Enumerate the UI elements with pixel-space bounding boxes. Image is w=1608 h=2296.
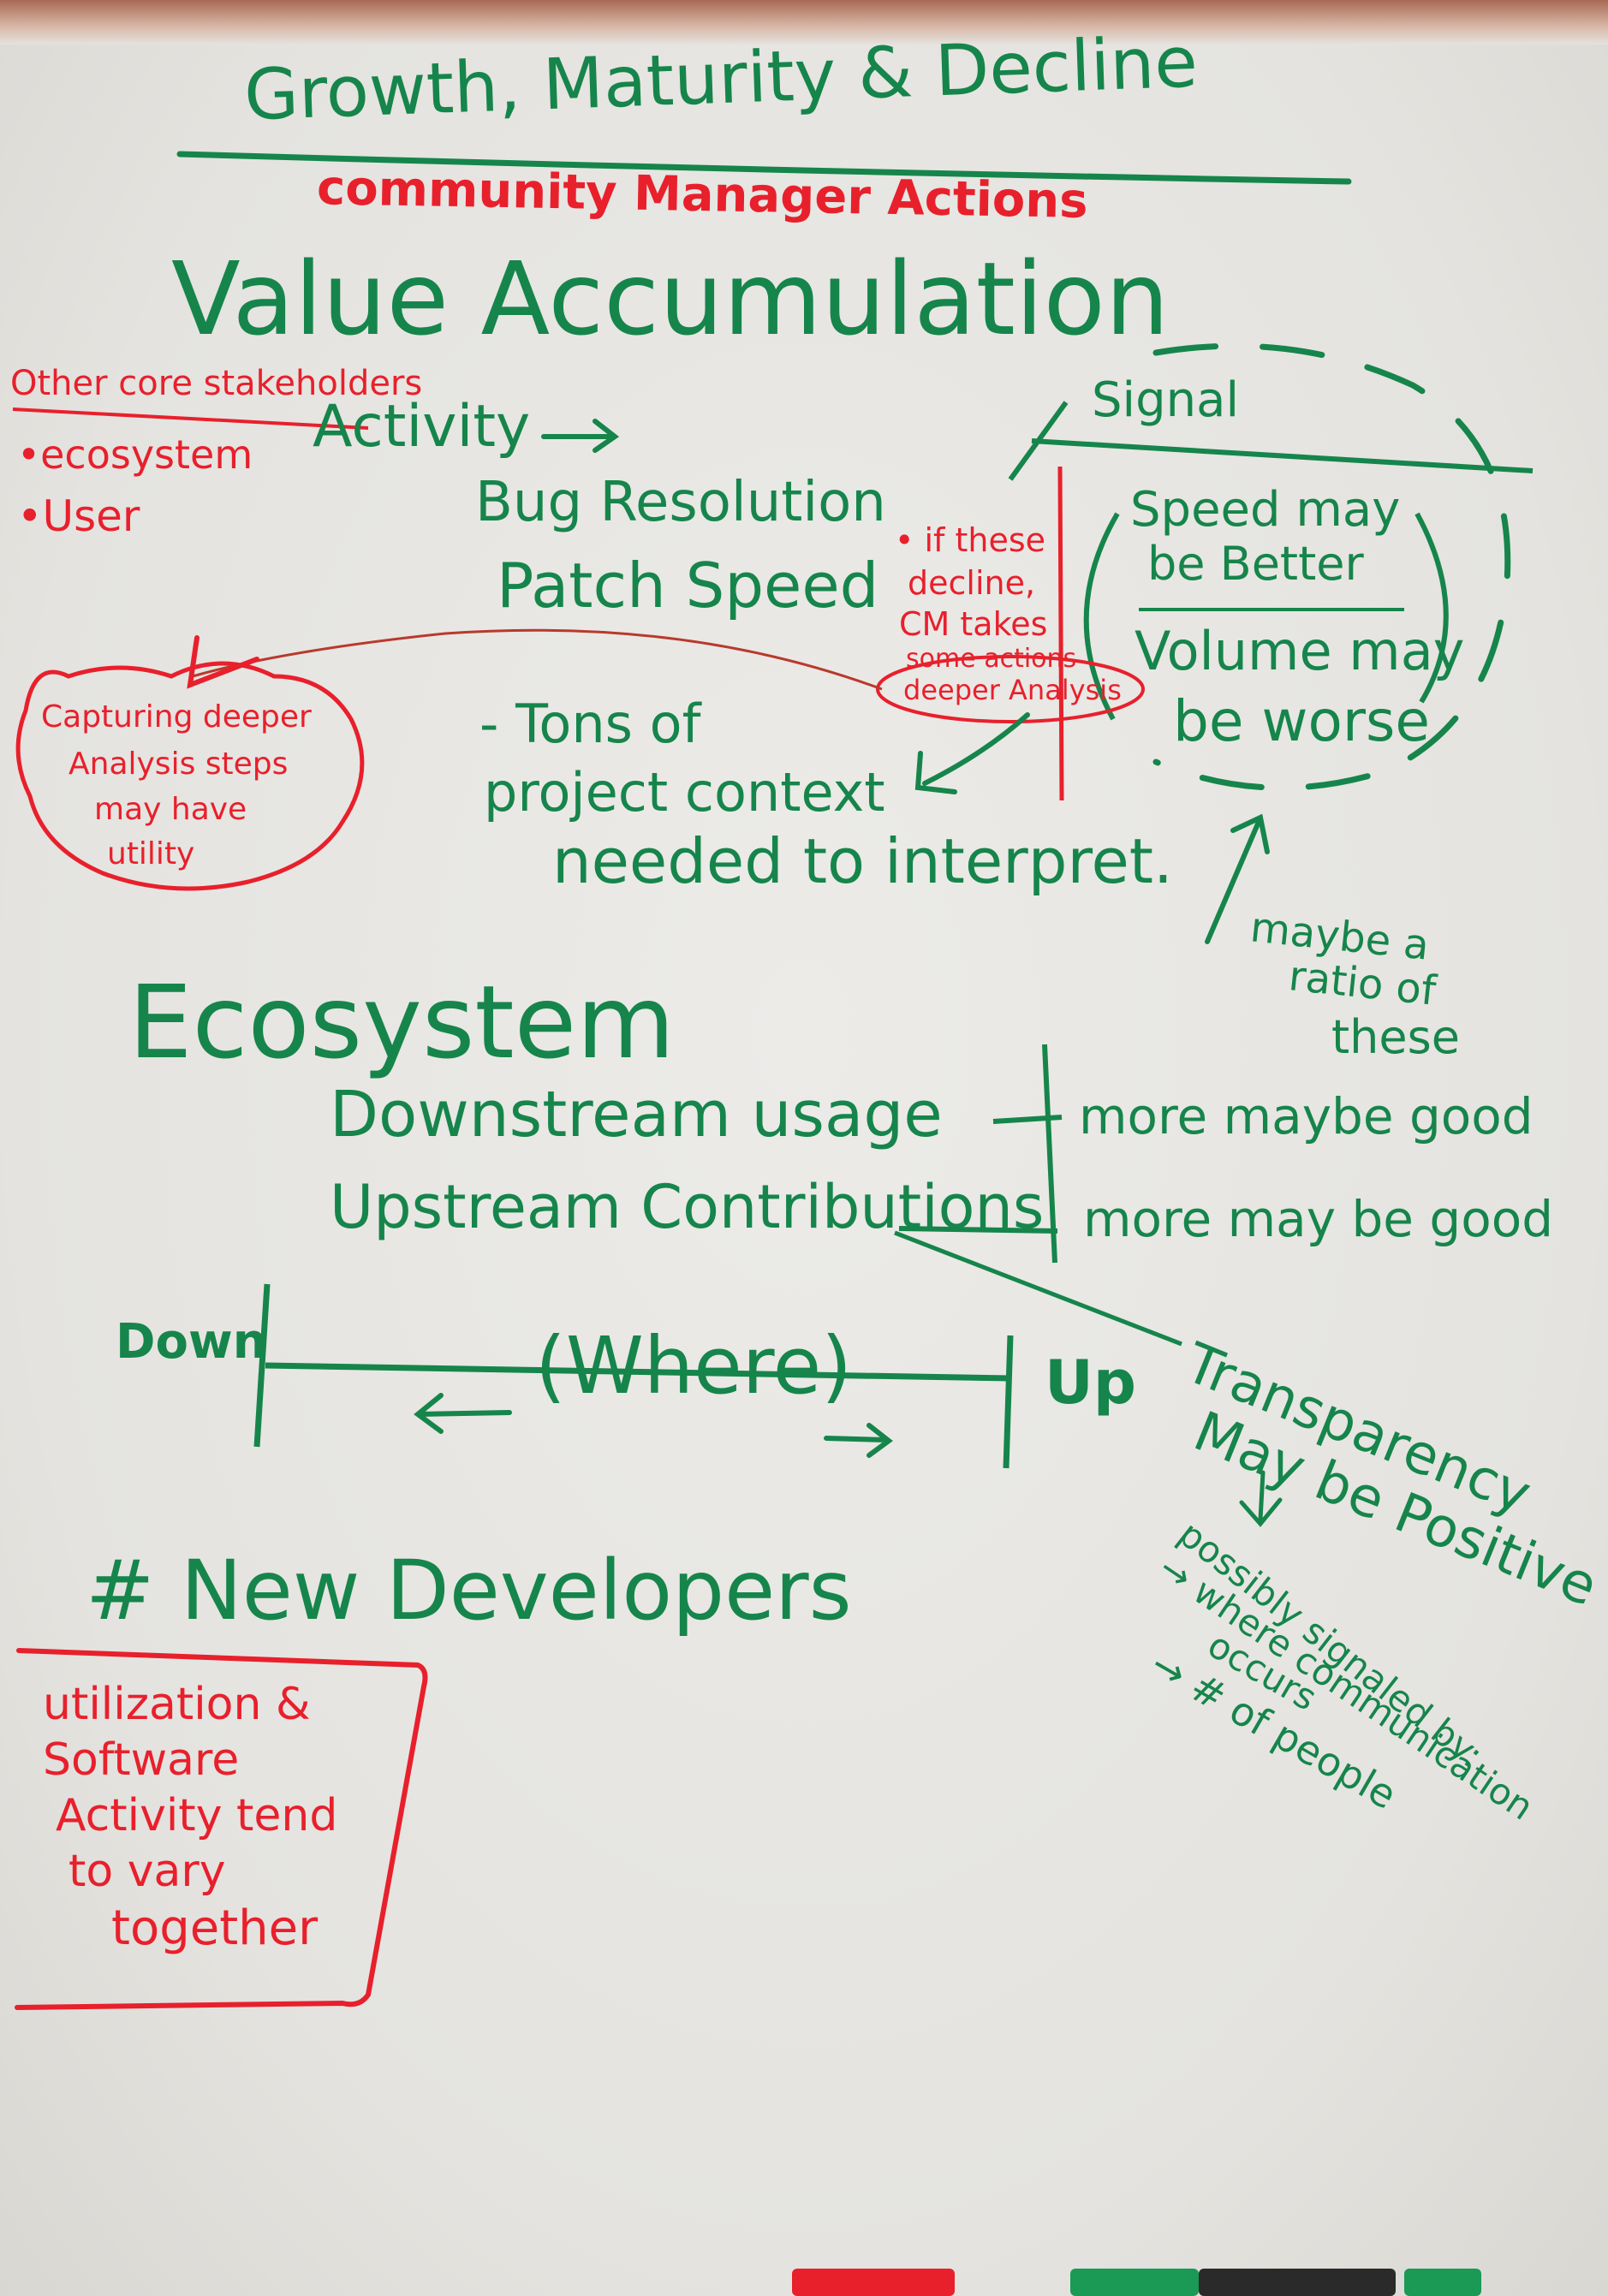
context-arrow <box>914 712 1030 794</box>
signal-circle <box>1152 342 1511 791</box>
axis-left-arrow <box>414 1393 512 1434</box>
activity-arrow <box>541 419 620 453</box>
speed-paren-right <box>1414 512 1449 704</box>
context-note-3: needed to interpret. <box>552 825 1173 897</box>
red-cloud <box>15 661 365 891</box>
axis-where-label: (Where) <box>535 1320 853 1412</box>
upstream-note: more may be good <box>1083 1190 1554 1248</box>
speed-may-1: Speed may <box>1130 482 1401 538</box>
red-cloud-2: Analysis steps <box>68 746 289 782</box>
transparency-down-arrow <box>1239 1470 1283 1527</box>
downstream-usage: Downstream usage <box>330 1078 943 1151</box>
stakeholders-underline <box>12 407 369 430</box>
decline-note-1: • if these <box>895 521 1046 559</box>
downstream-note: more maybe good <box>1079 1087 1534 1145</box>
red-cloud-4: utility <box>107 836 195 871</box>
volume-may-1: Volume may <box>1135 620 1465 682</box>
link-curve <box>192 628 883 691</box>
decline-note-3: CM takes <box>899 605 1048 643</box>
board-top-edge <box>0 0 1608 45</box>
board-subtitle: community Manager Actions <box>316 160 1089 229</box>
red-box-2: Software <box>43 1734 240 1786</box>
signal-bar <box>1031 438 1534 473</box>
new-developers-heading: # New Developers <box>86 1543 852 1639</box>
bug-resolution-label: Bug Resolution <box>475 471 886 534</box>
red-box-3: Activity tend <box>56 1790 338 1841</box>
ecosystem-divider <box>1042 1044 1057 1264</box>
red-cloud-1: Capturing deeper <box>41 699 312 735</box>
activity-label: Activity <box>313 393 531 461</box>
value-accumulation-heading: Value Accumulation <box>171 240 1170 358</box>
red-box-1: utilization & <box>43 1679 311 1730</box>
upstream-contributions: Upstream Contributions <box>330 1172 1045 1242</box>
ratio-arrow <box>1205 813 1270 944</box>
decline-note-5: deeper Analysis <box>903 674 1122 706</box>
patch-speed-label: Patch Speed <box>497 550 879 622</box>
speed-may-2: be Better <box>1147 537 1364 591</box>
stakeholders-title: Other core stakeholders <box>10 364 423 403</box>
axis-down-label: Down <box>116 1314 267 1370</box>
downstream-tick <box>992 1115 1063 1124</box>
axis-left-end <box>253 1283 271 1448</box>
decline-note-2: decline, <box>908 564 1036 602</box>
red-box-5: together <box>111 1900 319 1956</box>
black-marker[interactable] <box>1199 2269 1396 2296</box>
axis-right-end <box>1003 1335 1014 1469</box>
speed-paren-left <box>1083 512 1120 721</box>
red-box <box>15 1648 428 2010</box>
red-vertical-line <box>1057 466 1064 801</box>
upstream-tick <box>898 1226 1058 1234</box>
axis-line <box>265 1362 1011 1382</box>
ecosystem-heading: Ecosystem <box>128 963 676 1081</box>
green-marker-2[interactable] <box>1404 2269 1481 2296</box>
axis-up-label: Up <box>1045 1347 1136 1418</box>
signal-bar-left-tick <box>1008 401 1069 481</box>
decline-note-4: some actions <box>906 644 1077 674</box>
stakeholder-user: •User <box>17 491 140 541</box>
context-note-2: project context <box>484 761 885 824</box>
axis-right-arrow <box>824 1423 893 1458</box>
green-marker[interactable] <box>1070 2269 1199 2296</box>
stakeholder-ecosystem: •ecosystem <box>17 431 253 478</box>
red-marker[interactable] <box>792 2269 955 2296</box>
volume-may-2: be worse <box>1173 688 1430 754</box>
signal-label: Signal <box>1092 372 1240 428</box>
link-arrowhead <box>187 635 259 689</box>
deeper-analysis-oval <box>876 655 1145 723</box>
title-underline <box>176 151 1352 185</box>
red-box-4: to vary <box>68 1846 226 1897</box>
context-note-1: - Tons of <box>479 693 701 755</box>
red-cloud-3: may have <box>94 792 247 827</box>
ratio-note-3: these <box>1331 1010 1460 1064</box>
transparency-link <box>894 1230 1182 1347</box>
marker-tray <box>753 2260 1490 2296</box>
